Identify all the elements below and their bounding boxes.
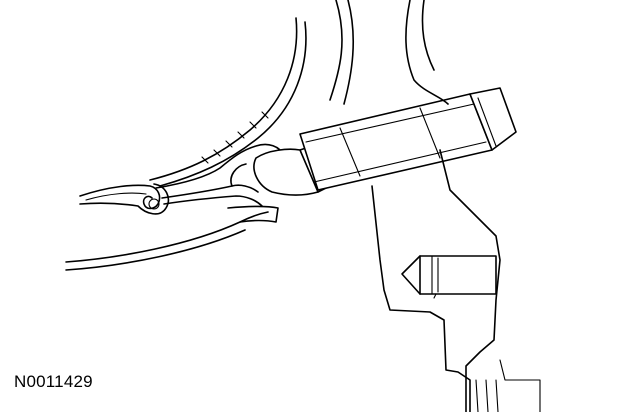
bleeder-bolt — [401, 255, 497, 299]
tool-sleeve — [299, 87, 517, 191]
bracket-body — [329, 0, 541, 412]
shoe-lining — [79, 183, 170, 215]
adjuster-fork — [155, 143, 285, 223]
figure-id-label: N0011429 — [14, 372, 93, 391]
drum-housing — [65, 17, 307, 271]
